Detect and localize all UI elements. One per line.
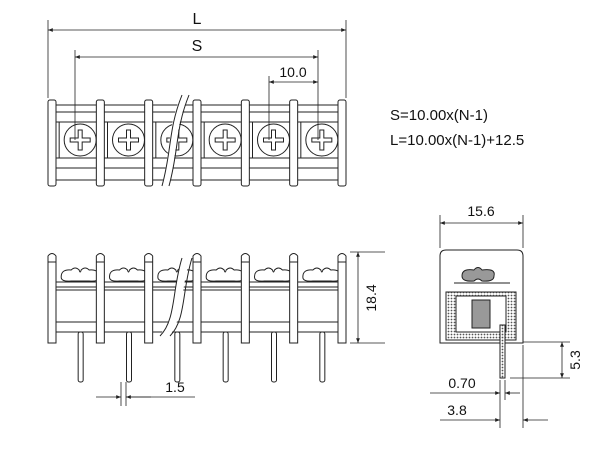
dimension-pitch: 10.0 [268, 64, 318, 140]
screw-side [302, 267, 342, 282]
label-pin-width: 1.5 [165, 379, 185, 395]
pin [174, 331, 181, 383]
dimension-pin-thickness: 0.70 [430, 375, 520, 428]
break-mask [161, 93, 189, 187]
barrier [337, 253, 347, 344]
barrier [144, 253, 154, 344]
cross-slot-icon [263, 129, 284, 151]
barrier [289, 253, 299, 344]
pin [77, 331, 84, 383]
label-pin-offset: 3.8 [447, 402, 467, 418]
screw-side [108, 267, 149, 282]
barrier [240, 99, 250, 187]
label-pitch: 10.0 [279, 64, 306, 80]
barrier [289, 99, 299, 187]
label-height: 18.4 [363, 284, 379, 311]
dimension-height: 18.4 [350, 251, 385, 344]
dimension-S: S [74, 38, 319, 140]
break-mask [160, 256, 190, 339]
break-line [159, 257, 193, 337]
front-view [47, 253, 347, 383]
barrier [47, 99, 57, 187]
label-S: S [192, 38, 203, 55]
barrier [95, 99, 105, 187]
label-L: L [193, 11, 202, 28]
cross-slot-icon [166, 129, 188, 151]
barrier [144, 99, 154, 187]
side-view [439, 249, 524, 379]
top-view [47, 93, 347, 187]
barrier [95, 253, 105, 344]
pin [319, 331, 326, 383]
label-depth: 15.6 [467, 203, 494, 219]
cross-slot-icon [69, 129, 91, 151]
cross-slot-icon [118, 129, 139, 151]
barrier [192, 253, 202, 344]
barrier [47, 253, 57, 344]
break-line [161, 94, 190, 187]
dimension-L: L [47, 11, 347, 98]
cross-slot-icon [214, 129, 236, 151]
screw-side [205, 267, 245, 282]
screw-side [253, 267, 294, 282]
pin [222, 331, 229, 383]
screw-side [60, 267, 100, 282]
dimension-pin-offset: 3.8 [440, 345, 548, 428]
dimension-pin-width: 1.5 [96, 379, 195, 406]
pin [271, 331, 277, 383]
formula-S: S=10.00x(N-1) [390, 107, 488, 124]
barrier [337, 99, 347, 187]
cross-slot-icon [311, 129, 333, 151]
dimension-depth: 15.6 [439, 203, 524, 248]
barrier [240, 253, 250, 344]
label-pin-length: 5.3 [567, 350, 583, 370]
label-pin-thickness: 0.70 [448, 375, 475, 391]
pin [126, 331, 132, 383]
dimension-pin-length: 5.3 [510, 341, 583, 379]
barrier [192, 99, 202, 187]
formula-L: L=10.00x(N-1)+12.5 [390, 132, 524, 149]
